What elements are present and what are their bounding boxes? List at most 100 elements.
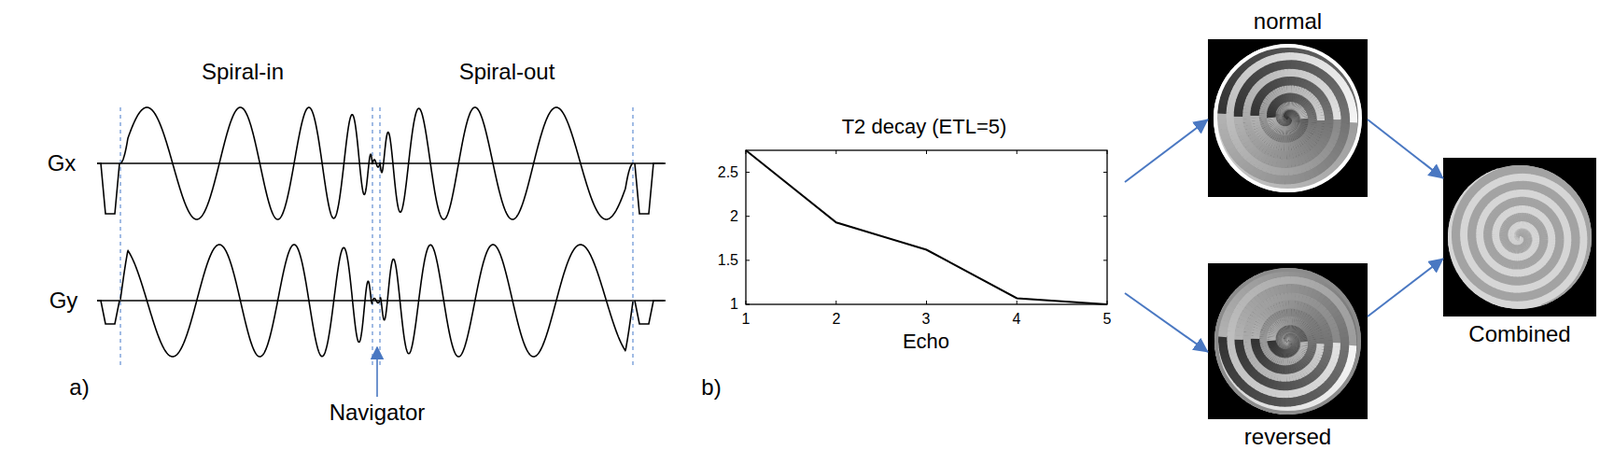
spiral-segment	[1313, 170, 1319, 174]
spiral-segment	[1535, 221, 1538, 223]
spiral-segment	[1299, 65, 1305, 67]
spiral-segment	[1321, 362, 1324, 366]
spiral-segment	[1300, 353, 1302, 355]
spiral-segment	[1239, 99, 1241, 105]
spiral-segment	[1332, 323, 1334, 328]
spiral-segment	[1249, 367, 1252, 372]
spiral-segment	[1263, 294, 1267, 296]
spiral-segment	[1222, 128, 1225, 135]
spiral-segment	[1306, 357, 1308, 360]
spiral-segment	[1241, 92, 1244, 98]
spiral-segment	[1582, 225, 1584, 232]
spiral-segment	[1289, 110, 1299, 120]
spiral-segment	[1557, 264, 1561, 268]
spiral-segment	[1307, 291, 1313, 294]
spiral-segment	[1565, 196, 1570, 201]
spiral-segment	[1539, 298, 1545, 301]
spiral-segment	[1265, 381, 1270, 384]
spiral-segment	[1274, 125, 1276, 127]
spiral-segment	[1503, 287, 1509, 289]
spiral-segment	[1315, 381, 1320, 385]
spiral-segment	[1323, 75, 1328, 80]
spiral-segment	[1287, 158, 1292, 169]
spiral-segment	[1308, 308, 1312, 311]
spiral-segment	[1286, 150, 1291, 160]
spiral-segment	[1255, 73, 1260, 77]
x-tick	[835, 150, 837, 155]
spiral-segment	[1248, 348, 1250, 352]
spiral-segment	[1467, 210, 1470, 215]
spiral-segment	[1303, 290, 1308, 293]
spiral-segment	[1286, 308, 1290, 318]
spiral-segment	[1308, 85, 1312, 88]
spiral-segment	[1281, 335, 1291, 345]
spiral-segment	[1291, 113, 1302, 124]
spiral-segment	[1491, 262, 1495, 265]
spiral-segment	[1549, 183, 1555, 187]
spiral-segment	[1320, 96, 1323, 99]
spiral-segment	[1277, 100, 1279, 102]
spiral-segment	[1562, 257, 1565, 262]
spiral-segment	[1484, 212, 1487, 217]
spiral-segment	[1480, 243, 1482, 248]
spiral-segment	[1300, 130, 1302, 132]
spiral-segment	[1281, 335, 1291, 345]
spiral-segment	[1248, 325, 1250, 330]
spiral-segment	[1523, 236, 1532, 246]
spiral-segment	[1240, 382, 1246, 387]
spiral-segment	[1522, 230, 1532, 240]
spiral-segment	[1471, 201, 1474, 207]
spiral-segment	[1273, 105, 1275, 108]
spiral-segment	[1249, 322, 1250, 326]
spiral-segment	[1305, 84, 1309, 86]
spiral-segment	[1531, 249, 1533, 251]
spiral-segment	[1244, 138, 1247, 142]
spiral-segment	[1235, 139, 1238, 144]
spiral-segment	[1324, 372, 1328, 377]
spiral-segment	[1348, 112, 1359, 118]
spiral-segment	[1254, 362, 1257, 365]
spiral-segment	[1266, 372, 1270, 375]
spiral-segment	[1281, 335, 1291, 345]
spiral-segment	[1533, 220, 1536, 222]
spiral-segment	[1287, 332, 1297, 342]
spiral-segment	[1291, 116, 1301, 127]
spiral-segment	[1268, 374, 1272, 376]
spiral-segment	[1514, 230, 1523, 240]
spiral-segment	[1320, 142, 1323, 147]
spiral-segment	[1343, 104, 1345, 111]
spiral-segment	[1443, 238, 1453, 246]
spiral-segment	[1289, 110, 1299, 120]
spiral-segment	[1266, 168, 1272, 171]
spiral-segment	[1549, 202, 1553, 206]
spiral-segment	[1305, 281, 1311, 284]
spiral-segment	[1319, 155, 1323, 159]
spiral-segment	[1272, 366, 1276, 368]
spiral-segment	[1258, 352, 1261, 356]
spiral-segment	[1271, 281, 1278, 284]
spiral-segment	[1277, 73, 1281, 75]
spiral-segment	[1285, 324, 1287, 335]
spiral-segment	[1245, 85, 1249, 90]
spiral-segment	[1506, 223, 1508, 225]
spiral-segment	[1308, 107, 1310, 110]
spiral-segment	[1331, 320, 1334, 324]
spiral-segment	[1226, 339, 1236, 346]
spiral-segment	[1326, 129, 1328, 134]
spiral-segment	[1270, 95, 1273, 98]
spiral-segment	[1503, 252, 1506, 253]
spiral-segment	[1234, 313, 1236, 319]
spiral-segment	[1350, 133, 1353, 140]
spiral-segment	[1290, 111, 1300, 121]
spiral-segment	[1264, 398, 1271, 401]
spiral-segment	[1470, 177, 1476, 183]
spiral-segment	[1249, 292, 1255, 296]
spiral-segment	[1339, 141, 1342, 147]
spiral-segment	[1337, 302, 1342, 308]
spiral-segment	[1335, 88, 1339, 94]
spiral-segment	[1286, 364, 1290, 375]
spiral-segment	[1301, 140, 1304, 143]
spiral-segment	[1317, 390, 1322, 393]
spiral-segment	[1227, 143, 1231, 150]
spiral-segment	[1274, 83, 1278, 85]
